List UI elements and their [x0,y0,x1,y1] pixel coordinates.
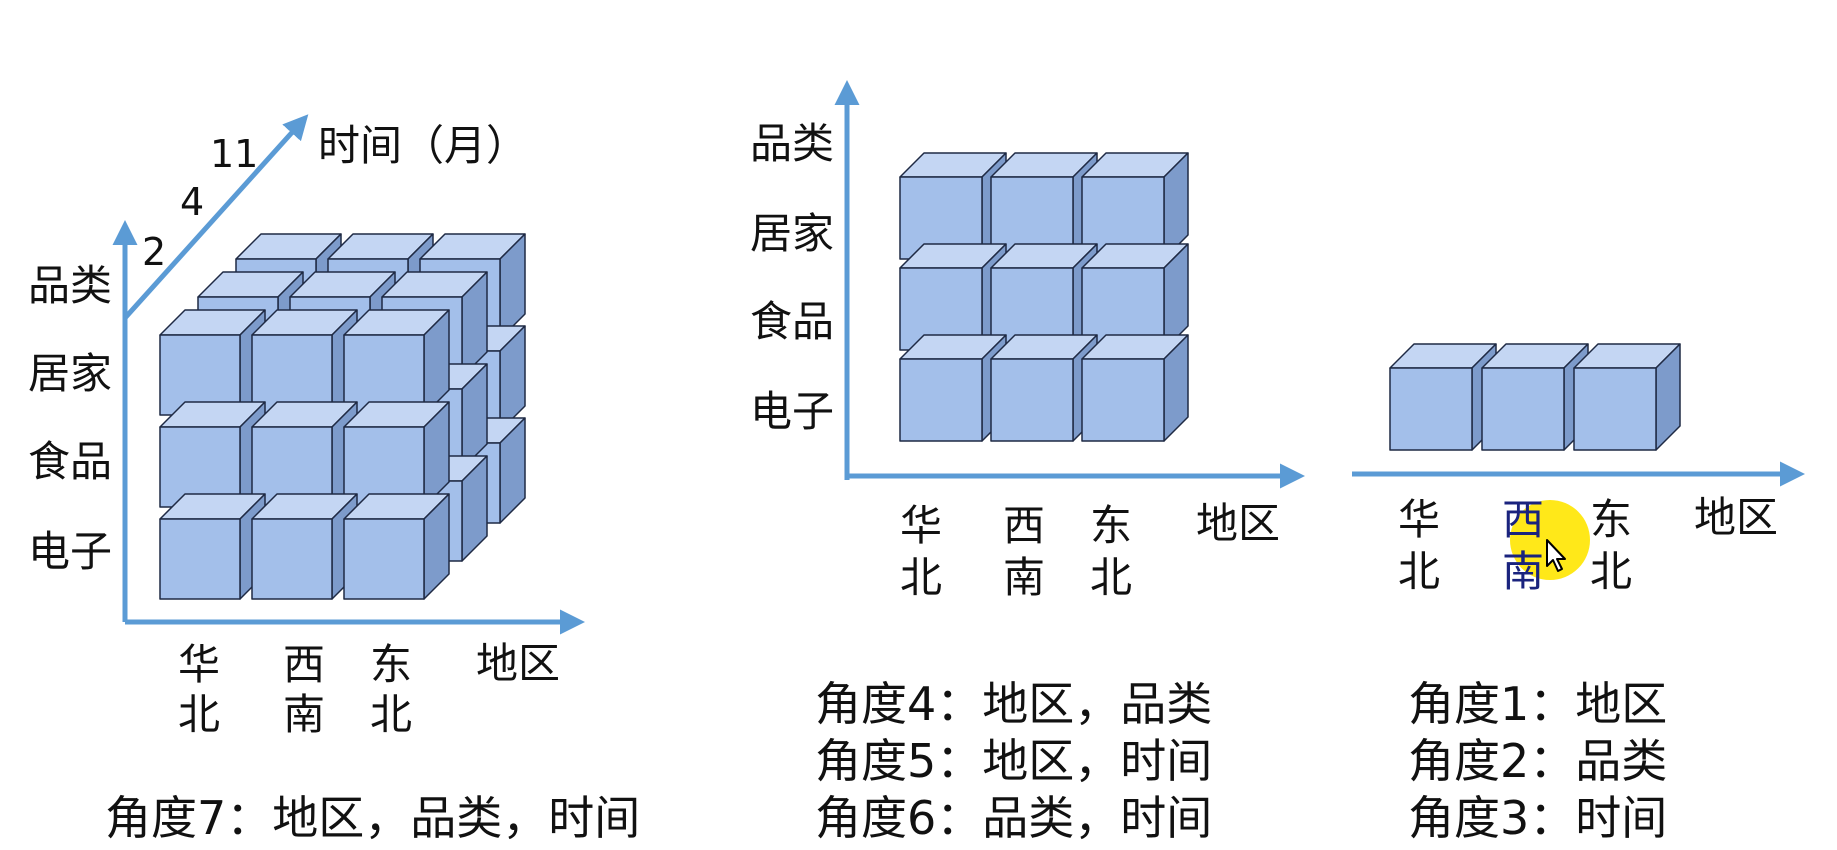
diagram3-caption: 角度3：时间 [1408,791,1668,845]
diagram3-x-label: 西 南 [1502,495,1545,596]
diagram2-cube-grid [899,152,1189,442]
diagram1-y-label: 食品 [28,437,113,486]
diagram1-cube-stack [159,233,526,600]
cube-front-face [251,518,333,600]
diagram2-y-label: 食品 [750,297,835,346]
diagram1-x-axis-label: 地区 [476,639,561,688]
cube-front-face [1389,367,1473,451]
diagram3-x-axis-label: 地区 [1694,493,1779,542]
cube-front-face [343,518,425,600]
cube-front-face [1481,367,1565,451]
diagram3-x-label: 东 北 [1590,495,1633,596]
diagram3-cube-row [1389,343,1681,451]
diagram2-x-label: 东 北 [1090,501,1133,602]
diagram2-caption: 角度6：品类，时间 [815,791,1213,845]
diagram2-axes [834,80,1305,489]
diagram3-caption: 角度2：品类 [1408,734,1668,788]
cube-front-face [990,358,1074,442]
diagram1-time-tick: 2 [142,230,167,274]
cursor-highlight [1510,500,1590,580]
cube-front-face [899,358,983,442]
diagram2-y-label: 电子 [750,387,835,436]
diagram1-time-tick: 4 [180,180,205,224]
cube-front-face [159,518,241,600]
diagram2-x-axis-label: 地区 [1196,499,1281,548]
cube-front-face [1081,358,1165,442]
diagram1-axes [112,114,585,635]
diagram1-y-label: 品类 [28,261,113,310]
diagram1-y-label: 居家 [28,349,113,398]
diagram1-time-axis [123,114,309,320]
diagram1-time-tick: 11 [210,132,259,176]
diagram1-y-label: 电子 [28,527,113,576]
diagram3-caption: 角度1：地区 [1408,677,1668,731]
diagram1-x-label: 西 南 [283,640,326,739]
diagram1-time-axis-label: 时间（月） [318,121,529,170]
diagram2-caption: 角度4：地区，品类 [815,677,1213,731]
diagram2-y-label: 居家 [750,209,835,258]
diagram1-x-label: 东 北 [370,640,413,739]
diagram1-x-label: 华 北 [178,640,221,739]
diagram3-x-label: 华 北 [1398,495,1441,596]
diagram1-caption: 角度7：地区，品类，时间 [105,791,641,845]
diagram2-caption: 角度5：地区，时间 [815,734,1213,788]
diagram2-x-label: 华 北 [900,501,943,602]
cube-front-face [1573,367,1657,451]
diagram2-y-label: 品类 [750,119,835,168]
diagram2-x-label: 西 南 [1003,501,1046,602]
pointer-cursor-icon [1546,539,1566,572]
